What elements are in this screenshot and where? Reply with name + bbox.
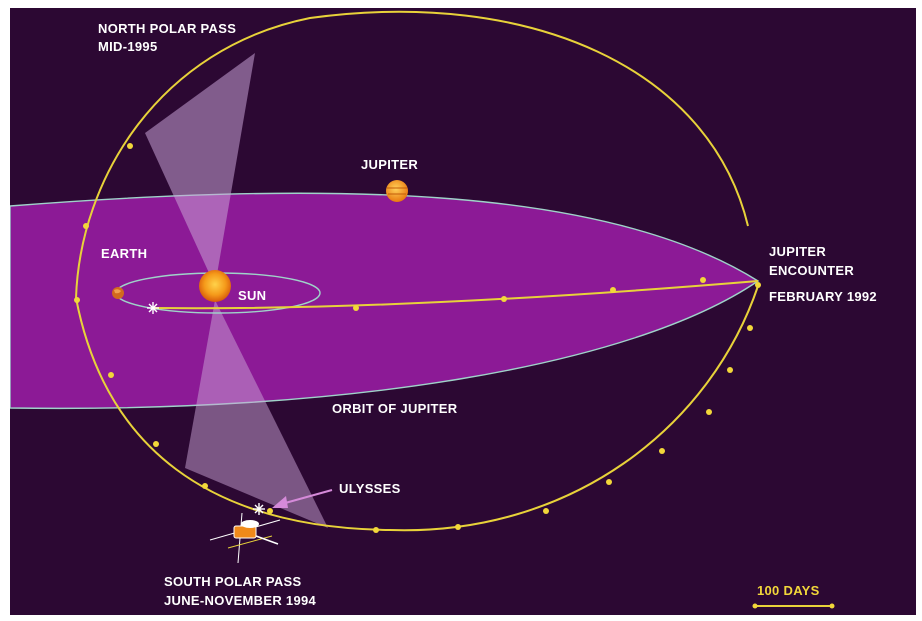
north-polar-pass-date: MID-1995 (98, 39, 157, 54)
south-polar-pass-date: JUNE-NOVEMBER 1994 (164, 593, 317, 608)
scale-bar (752, 603, 835, 609)
earth-to-jupiter-trajectory (152, 280, 759, 310)
north-polar-pass-label: NORTH POLAR PASS (98, 21, 236, 36)
sun-icon (199, 270, 231, 302)
ulysses-trajectory-diagram: NORTH POLAR PASS MID-1995 JUPITER EARTH … (10, 10, 877, 609)
south-polar-cone (185, 300, 328, 528)
jupiter-encounter-label-2: ENCOUNTER (769, 263, 854, 278)
ulysses-arrow (272, 489, 333, 508)
diagram-canvas: NORTH POLAR PASS MID-1995 JUPITER EARTH … (10, 8, 916, 615)
jupiter-encounter-label-1: JUPITER (769, 244, 826, 259)
ulysses-position-star-icon (253, 503, 265, 515)
ulysses-label: ULYSSES (339, 481, 401, 496)
earth-label: EARTH (101, 246, 147, 261)
scale-label: 100 DAYS (757, 583, 820, 598)
north-polar-cone (145, 53, 255, 286)
sun-label: SUN (238, 288, 266, 303)
jupiter-icon (386, 180, 408, 202)
launch-star-icon (147, 302, 159, 314)
jupiter-encounter-date: FEBRUARY 1992 (769, 289, 877, 304)
south-polar-pass-label: SOUTH POLAR PASS (164, 574, 301, 589)
earth-icon (112, 287, 124, 299)
ulysses-spacecraft-icon (209, 512, 281, 564)
day-markers (74, 143, 761, 533)
jupiter-label: JUPITER (361, 157, 418, 172)
orbit-of-jupiter-label: ORBIT OF JUPITER (332, 401, 458, 416)
